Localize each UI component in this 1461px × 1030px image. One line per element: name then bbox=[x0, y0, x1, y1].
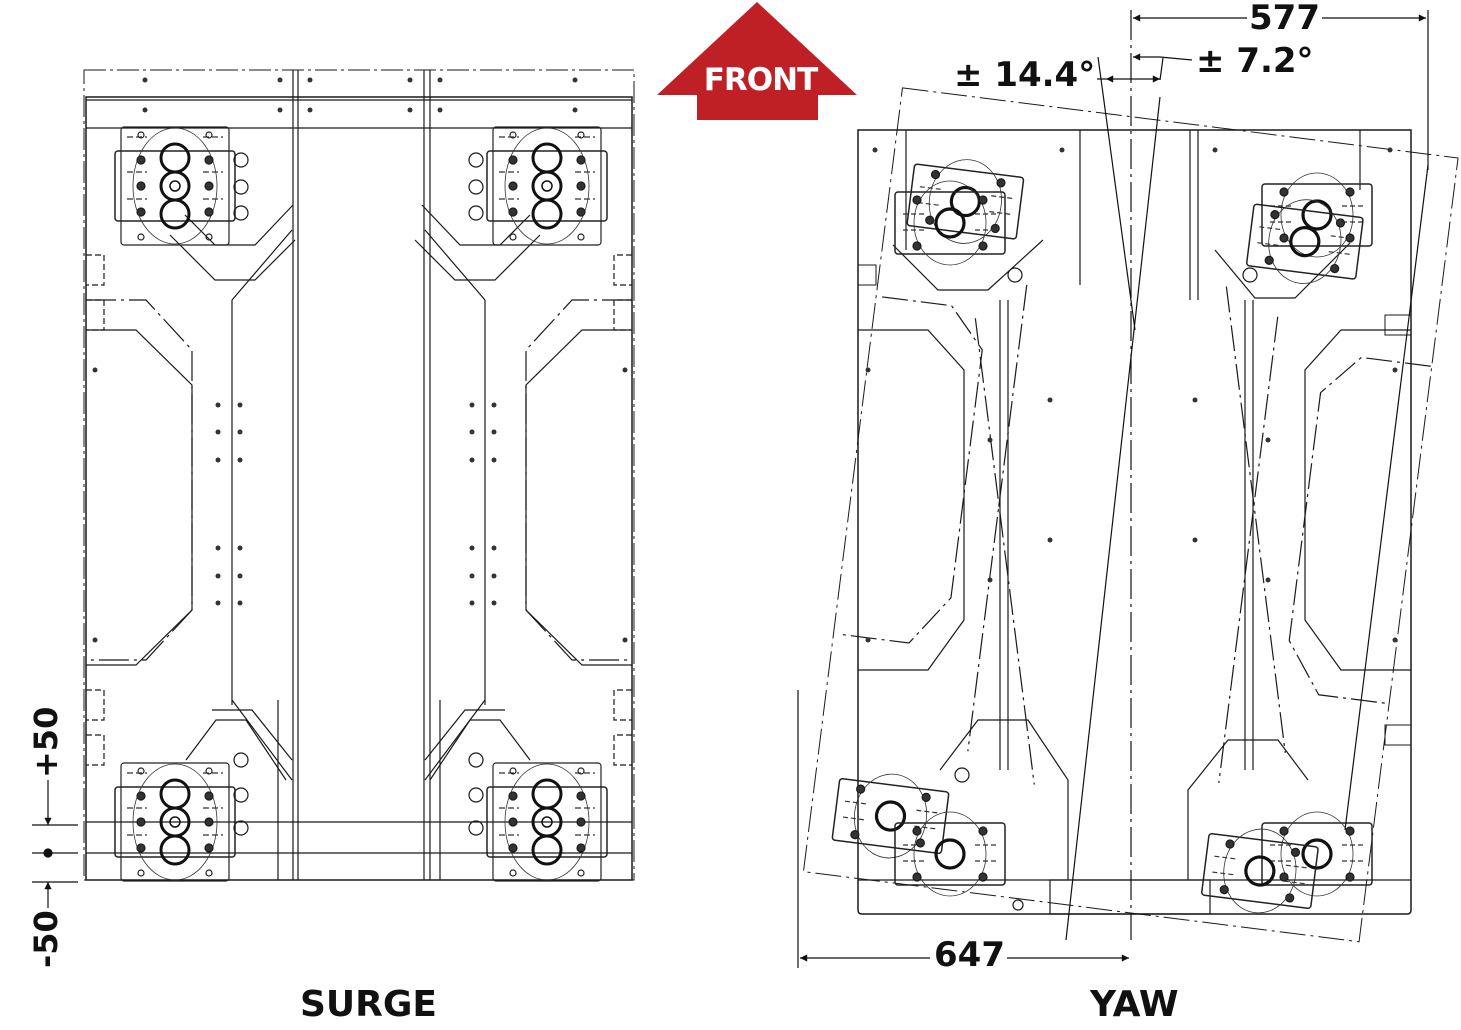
surge-dimension-plus: +50 bbox=[27, 704, 65, 780]
yaw-dimension-bottom-width: 647 bbox=[932, 935, 1007, 975]
front-arrow-icon bbox=[657, 2, 857, 120]
yaw-view bbox=[802, 87, 1459, 943]
front-indicator-label: FRONT bbox=[703, 62, 819, 98]
yaw-dimensions bbox=[797, 10, 1429, 968]
yaw-dimension-angle-inner: ± 7.2° bbox=[1194, 41, 1316, 81]
yaw-dimension-angle-outer: ± 14.4° bbox=[952, 55, 1098, 95]
surge-dimension bbox=[32, 780, 78, 928]
yaw-dimension-top-width: 577 bbox=[1247, 0, 1322, 38]
yaw-view-title: YAW bbox=[1090, 984, 1179, 1025]
surge-view-title: SURGE bbox=[300, 984, 438, 1025]
surge-view bbox=[83, 69, 635, 883]
surge-dimension-minus: -50 bbox=[27, 908, 65, 970]
